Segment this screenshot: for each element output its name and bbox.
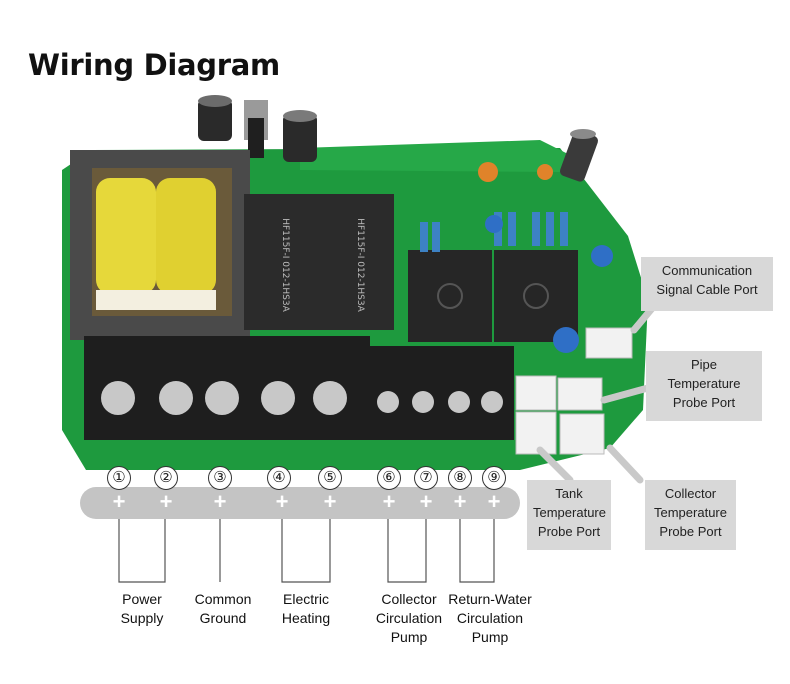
svg-text:HF115F-I 012-1HS3A: HF115F-I 012-1HS3A: [280, 218, 290, 312]
callout-communication-port: Communication Signal Cable Port: [641, 257, 773, 311]
terminal-rail: [80, 487, 520, 519]
callout-arrows: [536, 302, 658, 484]
transformer: [70, 150, 250, 340]
callout-collector-probe-port: Collector Temperature Probe Port: [645, 480, 736, 550]
small-port-left: [515, 375, 557, 411]
terminal-number-7: ⑦: [414, 466, 438, 490]
collector-probe-port: [559, 413, 605, 455]
terminal-marker-4: +: [275, 489, 289, 514]
terminal-block-large: [84, 336, 370, 440]
relay-2: HF115F-I 012-1HS3A: [322, 194, 394, 330]
svg-text:HF115F-I 012-1HS3A: HF115F-I 012-1HS3A: [355, 218, 365, 312]
pcb-top-edge: [300, 140, 580, 172]
terminal-number-5: ⑤: [318, 466, 342, 490]
capacitor-left: [198, 95, 232, 141]
terminal-marker-3: +: [213, 489, 227, 514]
capacitor-right: [559, 129, 599, 182]
terminal-number-8: ⑧: [448, 466, 472, 490]
label-common-ground: Common Ground: [194, 591, 252, 626]
terminal-marker-8: +: [453, 489, 467, 514]
terminal-block-small: [370, 346, 514, 440]
page-title: Wiring Diagram: [28, 48, 280, 82]
terminal-number-4: ④: [267, 466, 291, 490]
callout-pipe-probe-port: Pipe Temperature Probe Port: [646, 351, 762, 421]
terminal-number-9: ⑨: [482, 466, 506, 490]
terminal-marker-1: +: [112, 489, 126, 514]
label-return-water-pump: Return-Water Circulation Pump: [448, 591, 532, 645]
ceramic-capacitors: [478, 162, 613, 353]
terminal-marker-5: +: [323, 489, 337, 514]
terminal-number-3: ③: [208, 466, 232, 490]
tank-probe-port: [515, 411, 557, 455]
relay-4: [494, 250, 578, 342]
relay-1: HF115F-I 012-1HS3A: [244, 194, 322, 330]
terminal-number-1: ①: [107, 466, 131, 490]
terminal-connector-lines: [118, 519, 495, 583]
terminal-marker-2: +: [159, 489, 173, 514]
terminal-marker-9: +: [487, 489, 501, 514]
terminal-marker-6: +: [382, 489, 396, 514]
relay-3: [408, 250, 492, 342]
label-collector-pump: Collector Circulation Pump: [375, 591, 443, 645]
label-electric-heating: Electric Heating: [281, 591, 331, 626]
capacitor-middle: [283, 110, 317, 162]
voltage-regulator: [244, 100, 268, 158]
communication-port: [585, 327, 633, 359]
callout-tank-probe-port: Tank Temperature Probe Port: [527, 480, 611, 550]
terminal-number-6: ⑥: [377, 466, 401, 490]
terminal-number-2: ②: [154, 466, 178, 490]
terminal-marker-7: +: [419, 489, 433, 514]
pipe-probe-port: [557, 377, 603, 411]
label-power-supply: Power Supply: [120, 591, 164, 626]
